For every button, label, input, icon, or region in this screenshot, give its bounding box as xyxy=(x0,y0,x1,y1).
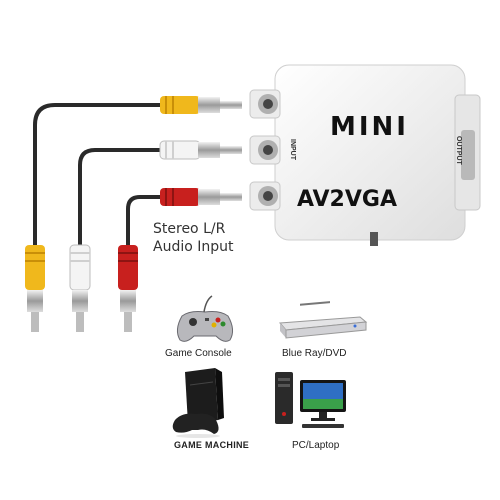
white-audio-plug-horizontal xyxy=(159,140,242,160)
model-label: AV2VGA xyxy=(297,187,397,212)
dvd-player-icon xyxy=(278,301,368,339)
yellow-video-plug-horizontal xyxy=(160,96,242,114)
input-port-label: INPUT xyxy=(289,139,296,160)
device-label-game-machine: GAME MACHINE xyxy=(174,440,250,450)
rca-socket-white xyxy=(249,135,281,165)
game-machine-icon xyxy=(172,368,224,438)
desktop-pc-icon xyxy=(275,372,346,428)
audio-caption-line2: Audio Input xyxy=(153,239,234,255)
brand-label: MINI xyxy=(330,112,409,142)
red-audio-plug-horizontal xyxy=(160,188,242,206)
converter-box xyxy=(249,64,481,246)
yellow-video-plug-vertical xyxy=(25,245,45,332)
red-audio-plug-vertical xyxy=(118,245,138,332)
device-label-pc-laptop: PC/Laptop xyxy=(292,440,340,451)
cable-wires xyxy=(33,103,167,247)
output-port-label: OUTPUT xyxy=(455,136,462,165)
device-label-bluray-dvd: Blue Ray/DVD xyxy=(282,348,347,359)
white-audio-plug-vertical xyxy=(69,244,91,332)
rca-socket-red xyxy=(249,181,281,211)
rca-socket-yellow xyxy=(249,89,281,119)
audio-caption-line1: Stereo L/R xyxy=(153,221,226,237)
device-label-game-console: Game Console xyxy=(165,348,232,359)
game-controller-icon xyxy=(176,295,234,342)
audio-input-caption: Stereo L/R Audio Input xyxy=(153,220,234,256)
